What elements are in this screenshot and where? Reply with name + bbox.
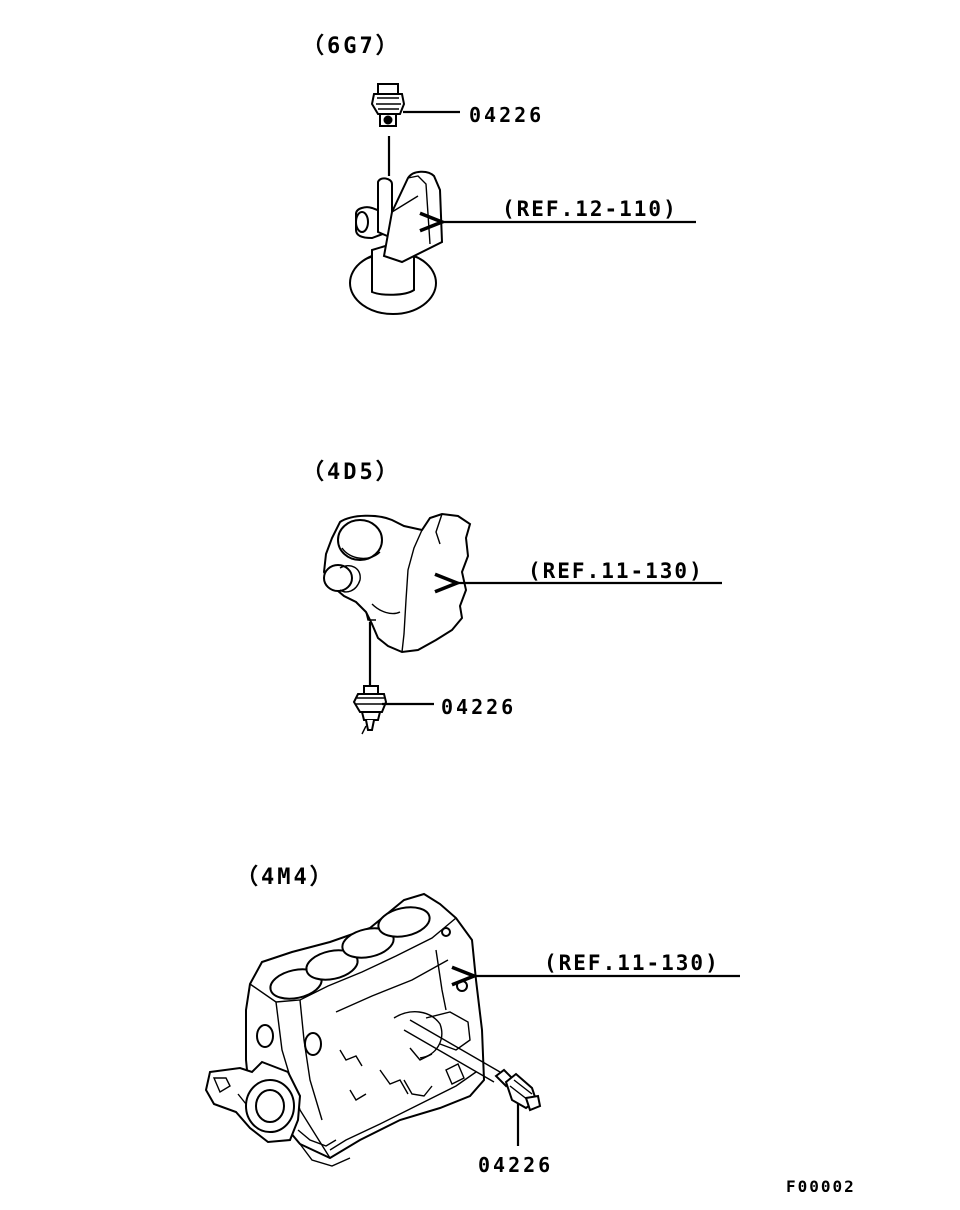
ref-link-4d5[interactable]: (REF.11-130)	[528, 559, 704, 583]
oil-pressure-switch-4m4[interactable]	[494, 1068, 542, 1112]
oil-filter-bracket-6g7	[349, 170, 444, 315]
install-line-4m4-a	[409, 1019, 501, 1073]
section-4m4: （4M4）	[204, 865, 740, 1177]
section-4d5: （4D5） (REF.11-130) 04226	[302, 460, 722, 735]
engine-label-6g7: （6G7）	[302, 34, 401, 59]
install-line-4m4-b	[403, 1029, 495, 1083]
part-code-04226-6g7: 04226	[469, 103, 544, 127]
section-6g7: （6G7） 04226 (REF.12-110)	[302, 34, 696, 315]
part-code-04226-4m4: 04226	[478, 1153, 553, 1177]
cylinder-block-4m4	[204, 892, 486, 1167]
engine-label-4m4: （4M4）	[236, 865, 335, 890]
oil-filter-bracket-4d5	[322, 512, 472, 654]
ref-link-6g7[interactable]: (REF.12-110)	[502, 197, 678, 221]
engine-label-4d5: （4D5）	[302, 460, 401, 485]
oil-pressure-switch-6g7[interactable]	[370, 83, 406, 127]
ref-link-4m4[interactable]: (REF.11-130)	[544, 951, 720, 975]
figure-code: F00002	[786, 1177, 856, 1196]
oil-pressure-switch-4d5[interactable]	[352, 685, 388, 735]
part-code-04226-4d5: 04226	[441, 695, 516, 719]
